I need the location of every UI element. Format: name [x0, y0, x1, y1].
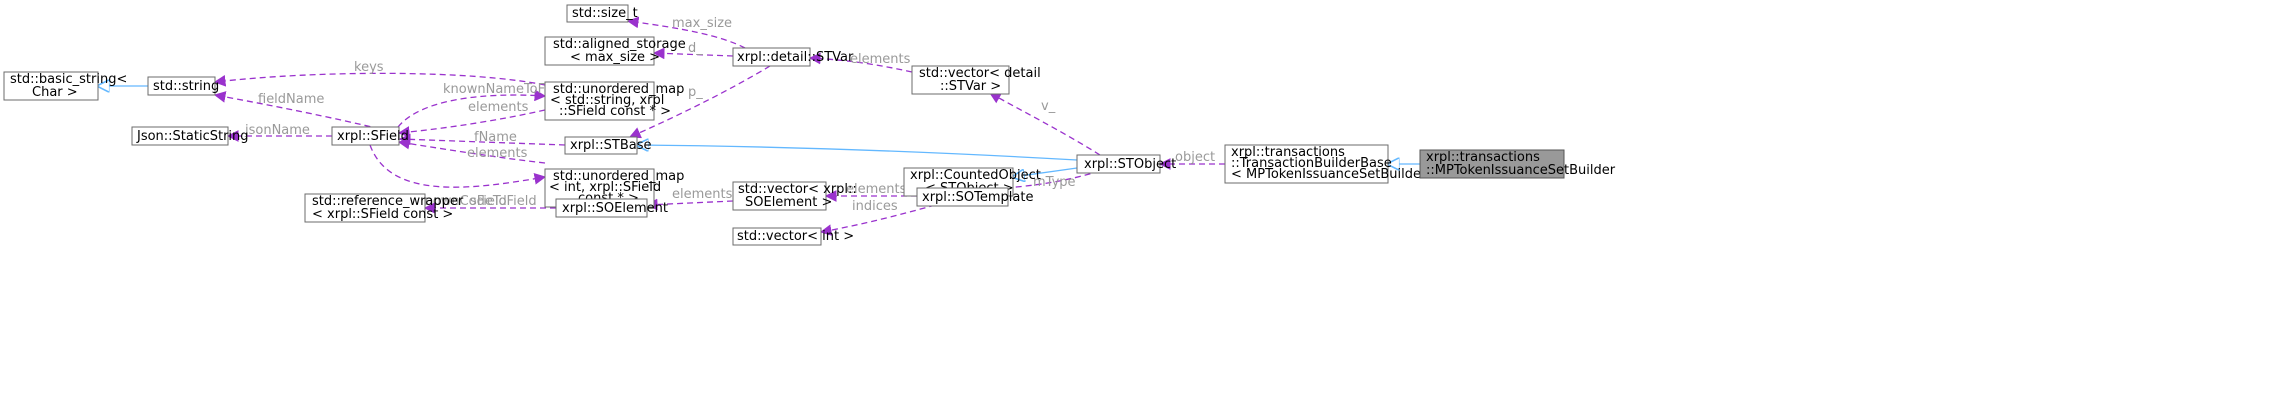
svg-text:xrpl::STObject: xrpl::STObject [1084, 157, 1176, 172]
edge-d [652, 47, 734, 60]
node-sotemplate[interactable]: xrpl::SOTemplate [916, 187, 1033, 207]
svg-text:std::unordered_map: std::unordered_map [553, 82, 684, 97]
svg-text:::TransactionBuilderBase: ::TransactionBuilderBase [1231, 156, 1392, 171]
svg-text:xrpl::SOTemplate: xrpl::SOTemplate [922, 190, 1033, 205]
svg-text:std::size_t: std::size_t [572, 6, 638, 21]
edge-label-elements-vector-soelement: elements [846, 182, 907, 197]
edge-elements-map-str [397, 109, 546, 138]
node-stobject[interactable]: xrpl::STObject [1076, 154, 1176, 174]
svg-text:std::reference_wrapper: std::reference_wrapper [312, 194, 464, 209]
edge-knownCodeToField [369, 144, 547, 188]
node-vector-int[interactable]: std::vector< int > [732, 227, 854, 246]
edge-knownNameToField [397, 89, 547, 128]
edge-label-elements-stvar: elements [850, 52, 911, 67]
svg-text:xrpl::SOElement: xrpl::SOElement [562, 201, 668, 216]
node-reference-wrapper[interactable]: std::reference_wrapper < xrpl::SField co… [304, 193, 464, 223]
edge-stobject-stbase [637, 145, 1078, 161]
svg-text:::SField const * >: ::SField const * > [559, 104, 671, 119]
edge-label-p: p_ [688, 85, 703, 100]
edges: fieldName keys jsonName knownNameToField… [98, 16, 1420, 236]
edge-label-v: v_ [1041, 99, 1056, 114]
node-stbase[interactable]: xrpl::STBase [564, 136, 652, 155]
svg-text:< int, xrpl::SField: < int, xrpl::SField [549, 180, 661, 195]
edge-label-knownCodeToField: knownCodeToField [417, 194, 537, 209]
edge-label-elements-soelement: elements [672, 187, 733, 202]
edge-label-elements-map-int: elements [467, 146, 528, 161]
svg-text:std::string: std::string [153, 79, 219, 94]
node-size-t[interactable]: std::size_t [566, 4, 638, 23]
node-sfield[interactable]: xrpl::SField [331, 126, 409, 146]
edge-stobject-counted [1013, 167, 1078, 177]
edge-label-mType: mType [1033, 175, 1076, 190]
svg-text:xrpl::transactions: xrpl::transactions [1231, 145, 1345, 160]
edge-fName [398, 133, 566, 146]
svg-text:SOElement >: SOElement > [745, 195, 832, 210]
svg-text:< MPTokenIssuanceSetBuilder >: < MPTokenIssuanceSetBuilder > [1231, 167, 1441, 182]
svg-text:xrpl::CountedObject: xrpl::CountedObject [910, 168, 1041, 183]
svg-text:::STVar >: ::STVar > [940, 79, 1001, 94]
edge-p [628, 65, 771, 139]
node-vector-stvar[interactable]: std::vector< detail ::STVar > [911, 65, 1041, 95]
node-transaction-builder-base[interactable]: xrpl::transactions ::TransactionBuilderB… [1224, 144, 1441, 184]
node-mptoken-issuance-set-builder[interactable]: xrpl::transactions ::MPTokenIssuanceSetB… [1419, 149, 1616, 179]
svg-text:std::unordered_map: std::unordered_map [553, 169, 684, 184]
edge-label-keys: keys [354, 60, 384, 75]
edge-v [988, 92, 1101, 156]
edge-label-d: d_ [688, 41, 703, 56]
node-stvar[interactable]: xrpl::detail::STVar [732, 47, 854, 67]
edge-label-max-size: max_size [672, 16, 732, 31]
svg-text:xrpl::detail::STVar: xrpl::detail::STVar [737, 50, 854, 65]
edge-max-size [626, 16, 746, 49]
svg-text:< max_size >: < max_size > [570, 50, 660, 65]
edge-indices [819, 204, 936, 236]
node-static-string[interactable]: Json::StaticString [131, 126, 249, 146]
edge-label-jsonName: jsonName [244, 123, 310, 138]
svg-text:std::vector< int >: std::vector< int > [737, 229, 854, 244]
svg-text:Char >: Char > [32, 85, 78, 100]
edge-label-sField: sField [470, 194, 507, 209]
svg-text:< xrpl::SField const >: < xrpl::SField const > [312, 207, 453, 222]
edge-label-indices: indices [852, 199, 898, 214]
svg-text:xrpl::STBase: xrpl::STBase [570, 138, 652, 153]
svg-text:::MPTokenIssuanceSetBuilder: ::MPTokenIssuanceSetBuilder [1426, 163, 1616, 178]
node-vector-soelement[interactable]: std::vector< xrpl:: SOElement > [732, 181, 857, 211]
edge-label-knownNameToField: knownNameToField [443, 82, 568, 97]
svg-text:xrpl::transactions: xrpl::transactions [1426, 150, 1540, 165]
nodes: std::basic_string< Char > std::string Js… [3, 4, 1616, 246]
node-basic-string[interactable]: std::basic_string< Char > [3, 71, 127, 101]
edge-elements-soelement [645, 198, 734, 211]
svg-text:std::vector< xrpl::: std::vector< xrpl:: [738, 182, 857, 197]
svg-text:xrpl::SField: xrpl::SField [337, 129, 409, 144]
edge-label-fName: fName [474, 130, 517, 145]
edge-elements-stvar [808, 52, 913, 73]
edge-label-fieldName: fieldName [258, 92, 324, 107]
node-unordered-map-string[interactable]: std::unordered_map < std::string, xrpl :… [544, 81, 684, 121]
node-soelement[interactable]: xrpl::SOElement [555, 198, 668, 218]
edge-elements-map-int [397, 137, 546, 164]
node-std-string[interactable]: std::string [147, 76, 219, 96]
svg-text:Json::StaticString: Json::StaticString [136, 129, 249, 144]
edge-keys [213, 72, 546, 87]
edge-label-object: object [1175, 150, 1215, 165]
node-aligned-storage[interactable]: std::aligned_storage < max_size > [544, 36, 686, 66]
edge-fieldName [213, 91, 381, 130]
svg-text:std::aligned_storage: std::aligned_storage [553, 37, 686, 52]
svg-text:std::basic_string<: std::basic_string< [10, 72, 127, 87]
svg-text:< std::string, xrpl: < std::string, xrpl [550, 93, 664, 108]
svg-text:std::vector< detail: std::vector< detail [919, 66, 1041, 81]
edge-label-elements-map-str: elements [468, 100, 529, 115]
